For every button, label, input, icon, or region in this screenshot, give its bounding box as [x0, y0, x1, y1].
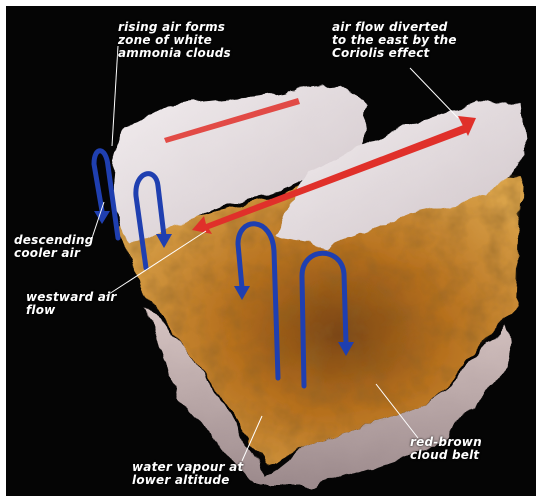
label-red-brown-cloud-belt: red-brown cloud belt	[410, 436, 482, 462]
label-rising-air: rising air forms zone of white ammonia c…	[118, 21, 231, 60]
label-water-vapour: water vapour at lower altitude	[132, 461, 243, 487]
diagram-frame: rising air forms zone of white ammonia c…	[6, 6, 536, 496]
descending-arrow-1	[94, 151, 118, 238]
label-coriolis-effect: air flow diverted to the east by the Cor…	[332, 21, 457, 60]
leader-coriolis	[410, 68, 458, 118]
leader-rising-air	[112, 46, 118, 146]
label-descending-cooler-air: descending cooler air	[14, 234, 94, 260]
label-westward-air-flow: westward air flow	[26, 291, 117, 317]
